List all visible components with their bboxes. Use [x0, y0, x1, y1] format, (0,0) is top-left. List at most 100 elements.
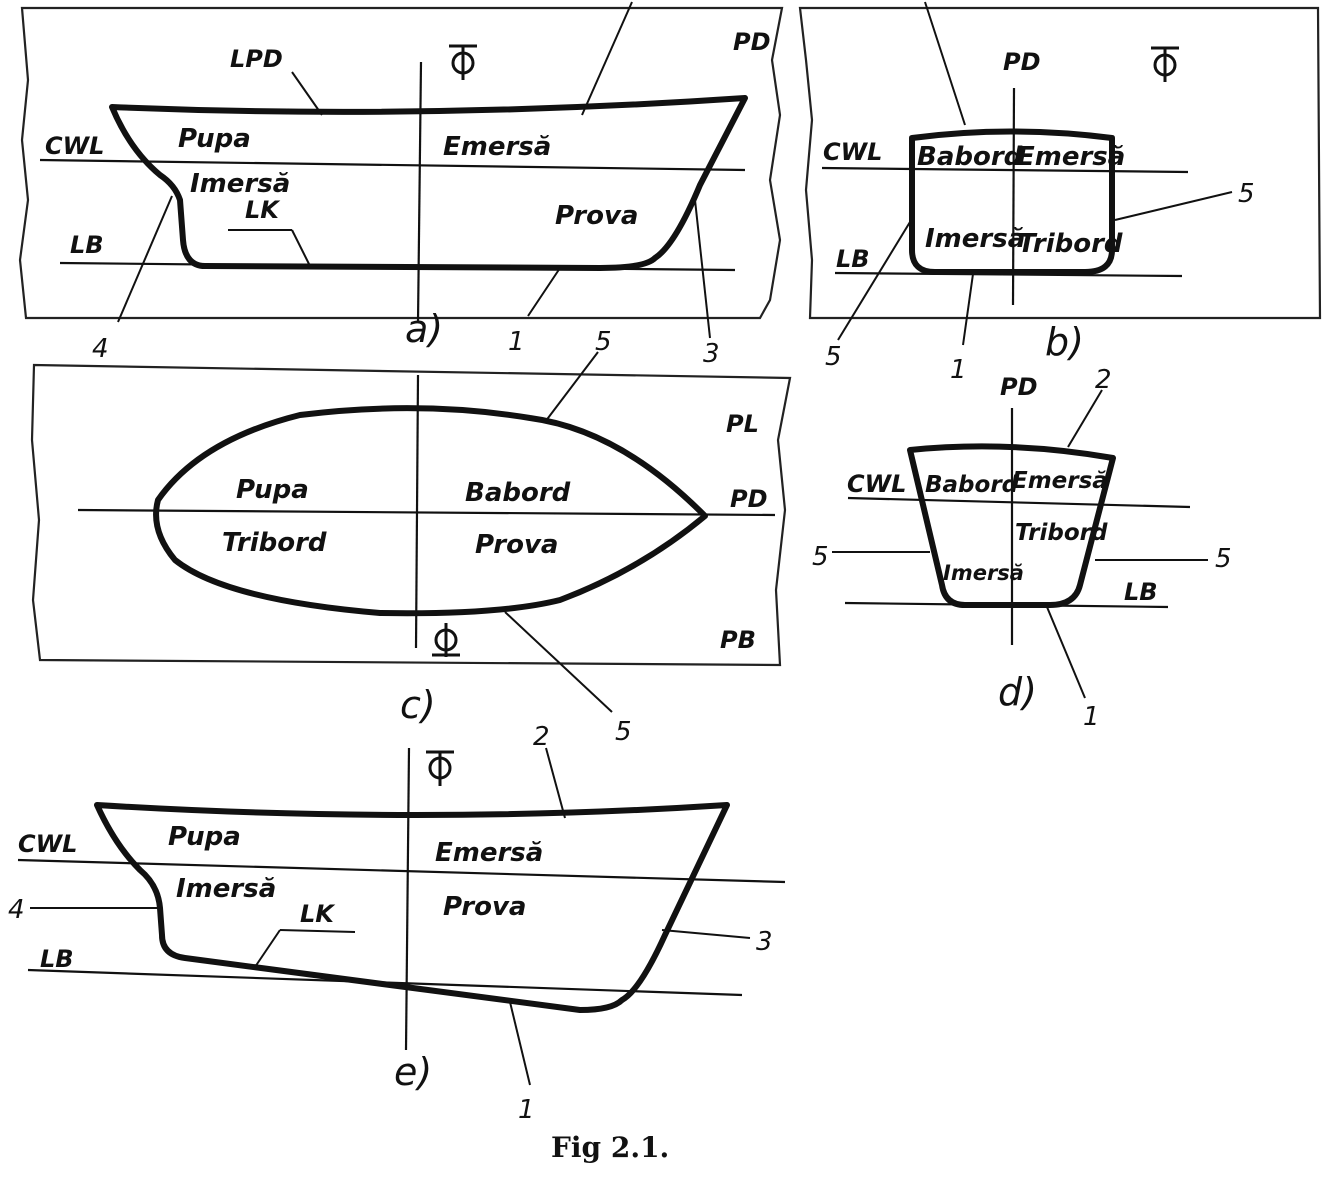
- panel-c-zone-pupa: Pupa: [236, 475, 309, 505]
- panel-b-zone-emersa: Emersă: [1017, 142, 1125, 172]
- panel-c-ref-pb: PB: [720, 626, 756, 654]
- panel-a-leader-1: [527, 267, 561, 317]
- panel-a-leader-4: [117, 195, 173, 323]
- panel-b-leader-5-right: [1114, 191, 1233, 221]
- panel-a-leader-top: [581, 1, 633, 116]
- panel-a-load-symbol: [449, 44, 477, 80]
- panel-c-load-symbol: [432, 623, 460, 657]
- panel-a-subfig-label: a): [405, 307, 443, 351]
- panel-d-ref-pd: PD: [1000, 373, 1038, 401]
- panel-b-cwl-line: [821, 166, 1189, 174]
- panel-d: PD CWL LB Babord Emersă Tribord Imersă 2…: [812, 365, 1232, 732]
- panel-c-ref-pl: PL: [726, 410, 759, 438]
- panel-e-cwl-line: [17, 858, 786, 884]
- panel-c-zone-babord: Babord: [465, 478, 571, 508]
- panel-e: CWL LB LK Pupa Emersă Imersă Prova 2 4 3…: [8, 722, 786, 1125]
- panel-a-zone-emersa: Emersă: [443, 132, 551, 162]
- panel-c-hull-outline: [153, 405, 708, 617]
- panel-a-zone-pupa: Pupa: [178, 124, 251, 154]
- panel-a-zone-prova: Prova: [555, 201, 638, 231]
- panel-e-vertical-axis: [404, 747, 411, 1051]
- panel-a-leader-lk-diag: [291, 229, 311, 267]
- panel-a-cwl-line: [39, 158, 746, 172]
- panel-e-zone-imersa: Imersă: [176, 874, 276, 904]
- panel-d-num-2: 2: [1095, 365, 1112, 395]
- panel-b: PD CWL LB Babord Emersă Imersă Tribord 5…: [798, 1, 1322, 385]
- panel-a-num-1: 1: [508, 327, 525, 357]
- panel-b-hull-outline: [909, 128, 1115, 275]
- panel-a-ref-cwl: CWL: [45, 132, 104, 160]
- panel-d-ref-cwl: CWL: [847, 470, 906, 498]
- figure-caption: Fig 2.1.: [551, 1131, 669, 1164]
- panel-a-ref-lpd: LPD: [230, 45, 283, 73]
- panel-b-num-5-right: 5: [1238, 179, 1255, 209]
- panel-b-load-symbol: [1151, 46, 1179, 82]
- panel-d-zone-tribord: Tribord: [1015, 520, 1108, 546]
- panel-a-leader-3: [694, 199, 711, 339]
- panel-c-leader-5-top: [544, 351, 599, 423]
- panel-b-frame-plane: [798, 6, 1322, 320]
- panel-b-leader-1: [962, 273, 974, 346]
- panel-b-leader-top: [924, 1, 966, 126]
- panel-e-hull-outline: [94, 802, 730, 1013]
- panel-a-num-3: 3: [703, 339, 720, 369]
- panel-a-leader-lpd: [291, 71, 323, 116]
- panel-e-zone-prova: Prova: [443, 892, 526, 922]
- panel-b-leader-5-left: [837, 221, 911, 341]
- panel-a-vertical-axis: [416, 61, 423, 323]
- panel-a-hull-outline: [109, 95, 748, 271]
- panel-d-ref-lb: LB: [1124, 578, 1158, 606]
- panel-b-zone-tribord: Tribord: [1018, 229, 1123, 259]
- panel-e-leader-lk-diag: [254, 929, 281, 968]
- panel-d-zone-babord: Babord: [925, 472, 1019, 498]
- panel-d-leader-2: [1067, 389, 1103, 448]
- panel-c-zone-prova: Prova: [475, 530, 558, 560]
- panel-c-subfig-label: c): [400, 683, 436, 727]
- panel-d-hull-outline: [907, 443, 1116, 608]
- panel-c-num-5-top: 5: [595, 327, 612, 357]
- panel-b-num-1: 1: [950, 355, 967, 385]
- panel-e-zone-emersa: Emersă: [435, 838, 543, 868]
- panel-a-ref-lk: LK: [245, 196, 281, 224]
- panel-e-leader-3: [661, 929, 751, 939]
- panel-b-subfig-label: b): [1045, 320, 1084, 364]
- panel-c-leader-5-bottom: [504, 611, 613, 713]
- panel-e-leader-lk: [279, 929, 356, 933]
- panel-e-num-1: 1: [518, 1095, 535, 1125]
- panel-d-zone-emersa: Emersă: [1012, 468, 1108, 494]
- panel-d-num-5-left: 5: [812, 542, 829, 572]
- panel-c-pd-line: [77, 508, 776, 517]
- panel-b-zone-babord: Babord: [917, 142, 1023, 172]
- panel-a-zone-imersa: Imersă: [190, 169, 290, 199]
- panel-d-zone-imersa: Imersă: [943, 561, 1024, 585]
- panel-e-leader-2: [545, 747, 566, 819]
- panel-e-num-3: 3: [756, 927, 773, 957]
- panel-a: LPD PD CWL LB LK Pupa Emersă Imersă Prov…: [18, 1, 784, 369]
- panel-c-zone-tribord: Tribord: [222, 528, 327, 558]
- panel-e-ref-cwl: CWL: [18, 830, 77, 858]
- panel-a-num-4: 4: [92, 334, 109, 364]
- panel-b-num-5-left: 5: [825, 342, 842, 372]
- panel-e-load-symbol: [426, 750, 454, 786]
- panel-c: PL PD PB Pupa Babord Tribord Prova 5 5 c…: [30, 327, 792, 747]
- panel-d-cwl-line: [847, 496, 1191, 509]
- panel-e-ref-lb: LB: [40, 945, 74, 973]
- panel-b-ref-pd: PD: [1003, 48, 1041, 76]
- panel-d-leader-1: [1046, 606, 1086, 699]
- panel-e-subfig-label: e): [394, 1050, 432, 1094]
- panel-a-ref-pd: PD: [733, 28, 771, 56]
- panel-d-num-5-right: 5: [1215, 544, 1232, 574]
- panel-e-num-4: 4: [8, 895, 25, 925]
- panel-b-zone-imersa: Imersă: [925, 224, 1025, 254]
- panel-a-ref-lb: LB: [70, 231, 104, 259]
- panel-e-num-2: 2: [533, 722, 550, 752]
- panel-d-num-1: 1: [1083, 702, 1100, 732]
- panel-a-frame-plane: [18, 6, 784, 320]
- panel-c-num-5-bottom: 5: [615, 717, 632, 747]
- panel-d-subfig-label: d): [998, 670, 1037, 714]
- panel-e-zone-pupa: Pupa: [168, 822, 241, 852]
- panel-c-frame-plane: [30, 363, 792, 667]
- panel-e-leader-1: [509, 1001, 531, 1086]
- panel-b-ref-cwl: CWL: [823, 138, 882, 166]
